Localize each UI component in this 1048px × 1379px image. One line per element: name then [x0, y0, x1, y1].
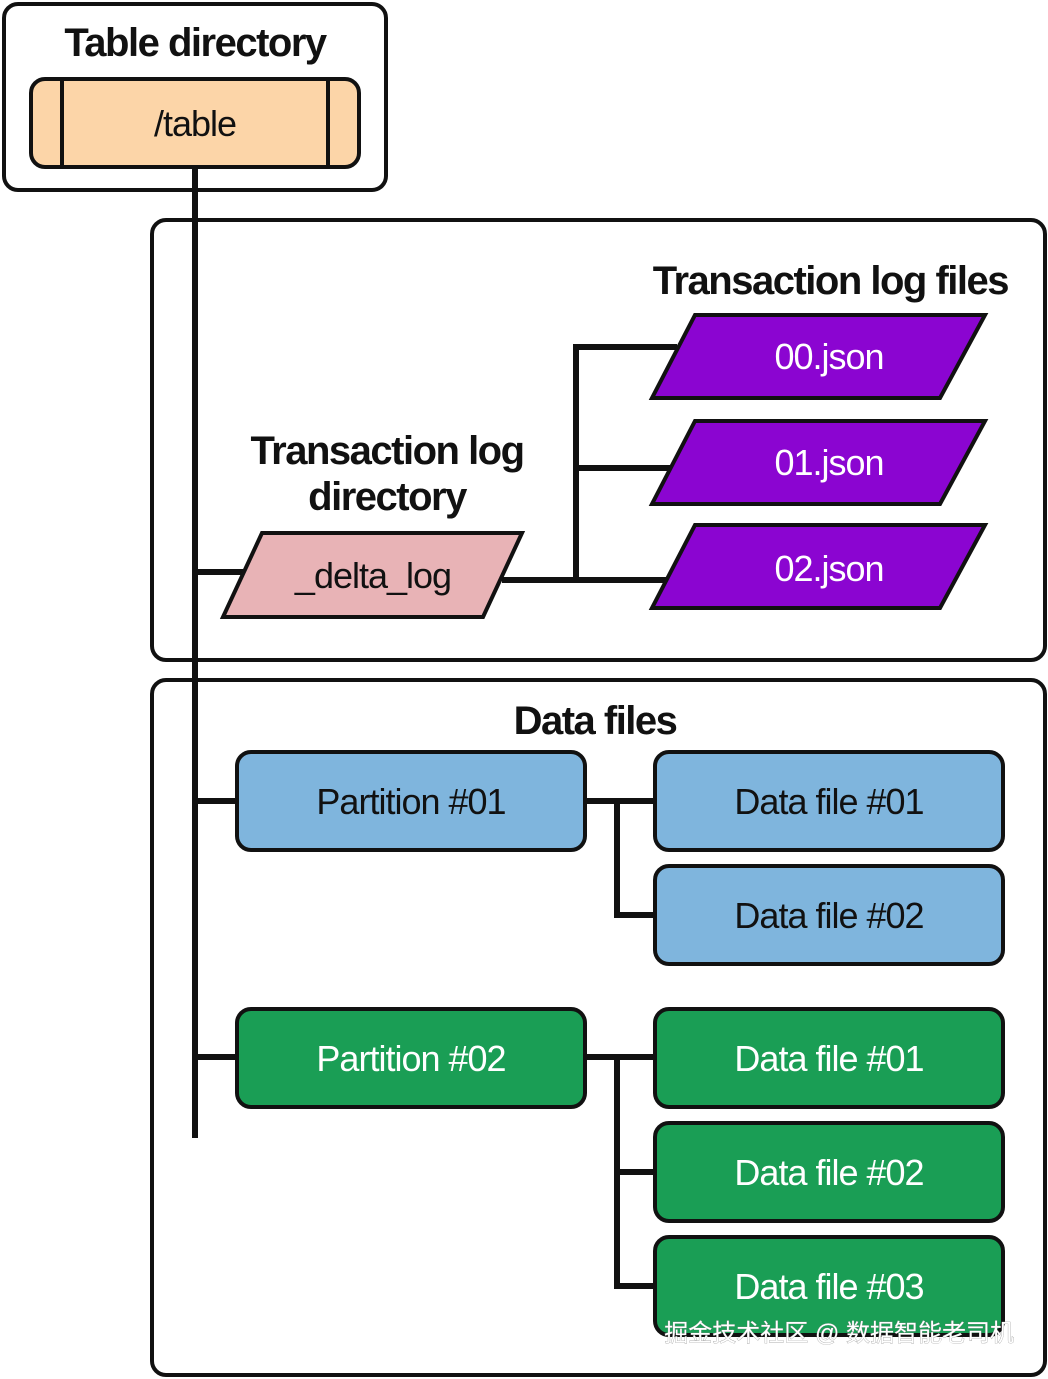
json-file-00-label: 00.json: [774, 336, 883, 377]
json-file-02-shape: [648, 523, 989, 610]
partition-02-label: Partition #02: [316, 1038, 505, 1079]
p2-data-file-01-node: Data file #01: [653, 1007, 1005, 1109]
partition-01-label: Partition #01: [316, 781, 505, 822]
json-file-01-label: 01.json: [774, 442, 883, 483]
table-folder-node: /table: [29, 77, 361, 169]
p1-data-file-02-node: Data file #02: [653, 864, 1005, 966]
p1-data-file-01-node: Data file #01: [653, 750, 1005, 852]
transaction-log-directory-title-line2: directory: [308, 475, 468, 519]
delta-log-label: _delta_log: [294, 555, 451, 596]
p2-data-file-02-label: Data file #02: [734, 1152, 923, 1193]
p2-data-file-02-box: [653, 1121, 1005, 1223]
p2-data-file-02-node: Data file #02: [653, 1121, 1005, 1223]
json-file-02-label: 02.json: [774, 548, 883, 589]
partition-02-node: Partition #02: [235, 1007, 587, 1109]
p2-data-file-03-box: [653, 1235, 1005, 1337]
partition-01-box: [235, 750, 587, 852]
delta-log-node: _delta_log: [219, 531, 526, 619]
p1-data-file-01-box: [653, 750, 1005, 852]
json-file-02-node: 02.json: [648, 523, 989, 610]
json-file-00-node: 00.json: [648, 313, 989, 400]
p1-data-file-02-label: Data file #02: [734, 895, 923, 936]
p1-data-file-01-label: Data file #01: [734, 781, 923, 822]
json-file-01-node: 01.json: [648, 419, 989, 506]
partition-02-box: [235, 1007, 587, 1109]
table-directory-title: Table directory: [64, 21, 328, 65]
data-files-title: Data files: [514, 699, 677, 743]
table-folder-label: /table: [154, 103, 236, 144]
table-folder-box: [29, 77, 361, 169]
transaction-log-directory-title-line1: Transaction log: [250, 429, 523, 473]
p1-data-file-02-box: [653, 864, 1005, 966]
partition-01-node: Partition #01: [235, 750, 587, 852]
delta-log-shape: [219, 531, 526, 619]
json-file-00-shape: [648, 313, 989, 400]
p2-data-file-01-label: Data file #01: [734, 1038, 923, 1079]
p2-data-file-03-node: Data file #03: [653, 1235, 1005, 1337]
json-file-01-shape: [648, 419, 989, 506]
watermark-text: 掘金技术社区 @ 数据智能老司机: [664, 1320, 1014, 1347]
transaction-log-files-title: Transaction log files: [653, 259, 1009, 303]
p2-data-file-03-label: Data file #03: [734, 1266, 923, 1307]
p2-data-file-01-box: [653, 1007, 1005, 1109]
